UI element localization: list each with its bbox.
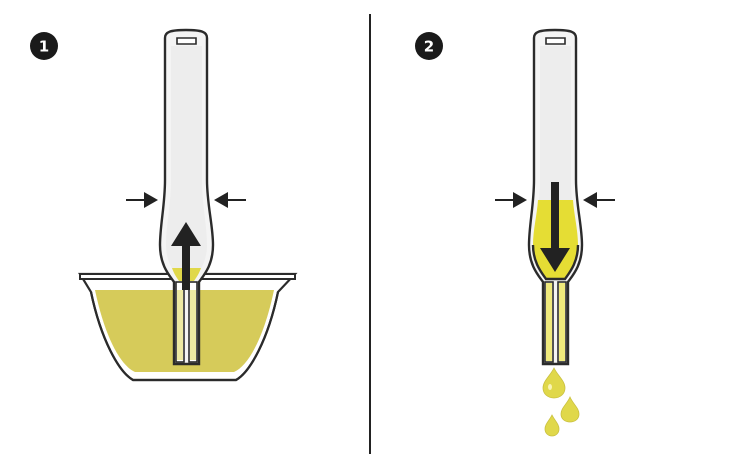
svg-text:1: 1 bbox=[39, 38, 49, 56]
step-2-panel: 2 bbox=[415, 28, 615, 437]
squeeze-arrow-left-icon bbox=[126, 192, 158, 208]
squeeze-arrow-right-icon bbox=[214, 192, 246, 208]
step-badge-2: 2 bbox=[415, 32, 443, 60]
pipette-1 bbox=[158, 28, 215, 366]
step-badge-1: 1 bbox=[30, 32, 58, 60]
squeeze-arrow-right-icon bbox=[583, 192, 615, 208]
drop-icon bbox=[544, 414, 560, 437]
drop-icon bbox=[560, 395, 580, 423]
step-1-panel: 1 bbox=[30, 28, 298, 382]
drop-icon bbox=[542, 367, 566, 399]
flow-up-arrow-icon bbox=[171, 222, 201, 290]
svg-text:2: 2 bbox=[424, 38, 434, 56]
squeeze-arrow-left-icon bbox=[495, 192, 527, 208]
flow-down-arrow-icon bbox=[540, 182, 570, 272]
